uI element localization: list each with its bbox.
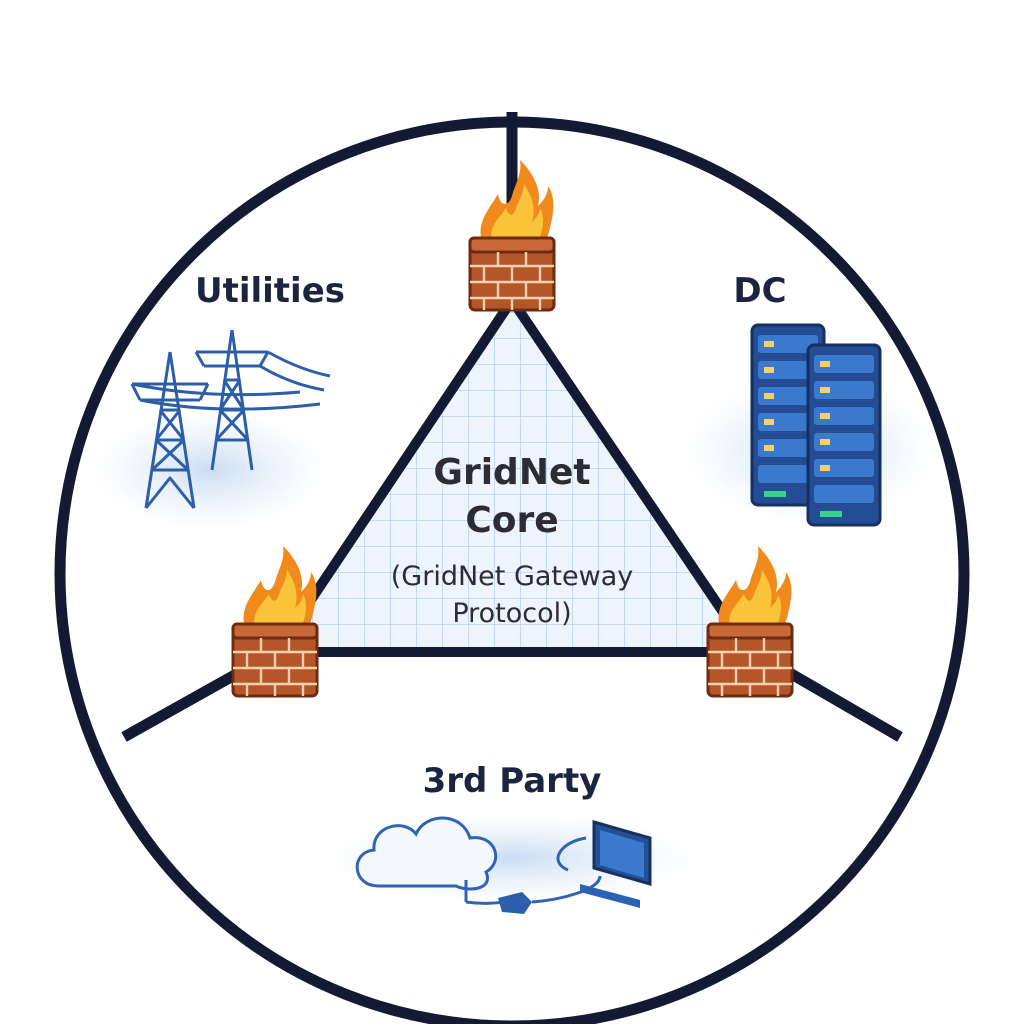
core-subtitle-line1: (GridNet Gateway bbox=[391, 561, 633, 592]
cloud-connection-icon bbox=[322, 813, 702, 914]
divider-right bbox=[785, 667, 903, 742]
core-title-line1: GridNet bbox=[433, 452, 590, 493]
sector-label-utilities: Utilities bbox=[195, 271, 345, 311]
divider-left bbox=[121, 667, 243, 742]
core-title-line2: Core bbox=[465, 500, 558, 541]
sector-label-3rd-party: 3rd Party bbox=[423, 761, 602, 801]
core-subtitle-line2: Protocol) bbox=[452, 598, 571, 629]
server-rack-icon bbox=[680, 323, 940, 527]
power-tower-icon bbox=[90, 329, 331, 530]
firewall-icon bbox=[231, 544, 319, 698]
sector-label-dc: DC bbox=[733, 271, 786, 311]
core-triangle bbox=[271, 295, 755, 657]
firewall-icon bbox=[706, 544, 794, 698]
